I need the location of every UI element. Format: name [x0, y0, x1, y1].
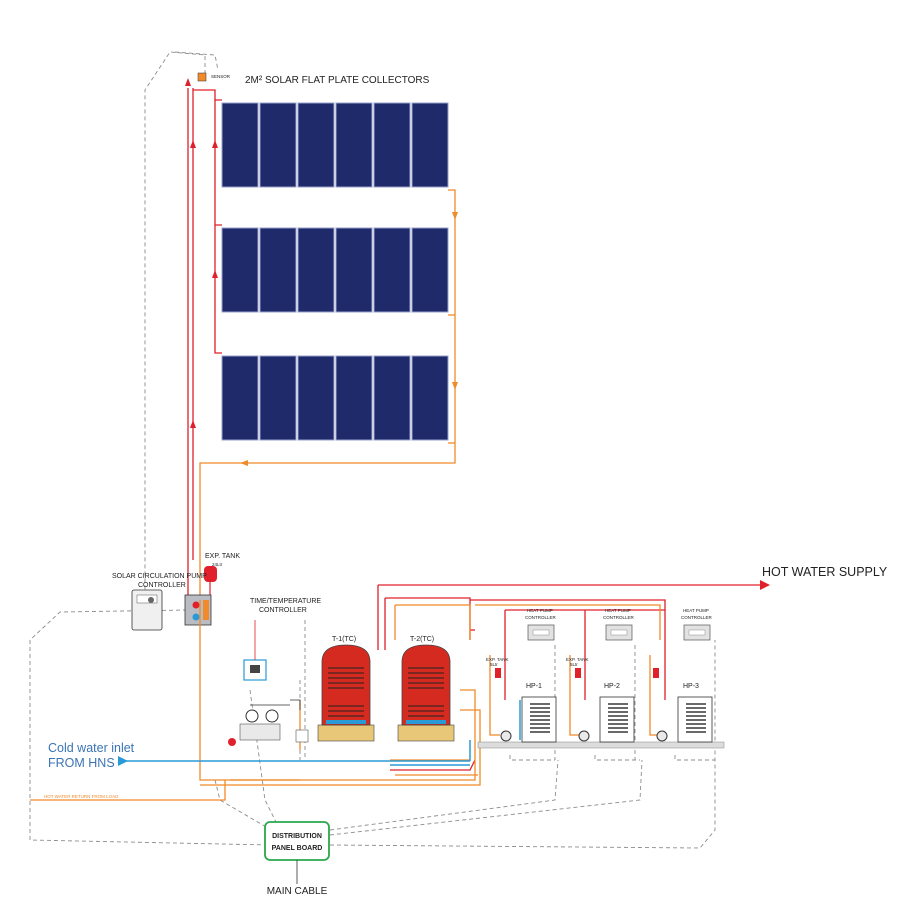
svg-text:HP-2: HP-2 [604, 683, 620, 690]
solar-collector-icon [297, 102, 335, 188]
main-cable-label: MAIN CABLE [267, 886, 328, 897]
cold-water-pipes [120, 700, 521, 766]
svg-text:SOLAR CIRCULATION PUMP: SOLAR CIRCULATION PUMP [112, 573, 207, 580]
solar-collector-icon [373, 102, 411, 188]
svg-text:CONTROLLER: CONTROLLER [259, 607, 307, 614]
solar-hot-pipes [187, 88, 222, 620]
svg-text:HEAT PUMP: HEAT PUMP [605, 608, 631, 613]
collector-row-3 [221, 355, 449, 441]
storage-tank-1: T-1(TC) [317, 636, 375, 742]
pump-icon [192, 613, 200, 621]
svg-text:5Ltr: 5Ltr [570, 662, 578, 667]
solar-collector-icon [297, 227, 335, 313]
solar-collector-icon [335, 355, 373, 441]
flow-arrow-icon [240, 460, 248, 466]
svg-text:HP-3: HP-3 [683, 683, 699, 690]
solar-collector-icon [259, 102, 297, 188]
cold-water-inlet-label: Cold water inlet [48, 741, 135, 755]
flow-arrow-icon [212, 270, 218, 278]
flow-arrow-icon [212, 140, 218, 148]
small-expansion-tank [653, 668, 659, 678]
solar-collector-icon [221, 227, 259, 313]
return-arrows [240, 212, 458, 466]
solar-pump-station [184, 594, 212, 626]
mixing-lines [250, 699, 301, 710]
sensor-icon [197, 72, 207, 82]
flow-arrow-icon [190, 140, 196, 148]
tank-1-label: T-1(TC) [332, 636, 356, 643]
svg-text:CONTROLLER: CONTROLLER [603, 615, 635, 620]
small-expansion-tank [495, 668, 501, 678]
heat-pump-controller-2: HEAT PUMP CONTROLLER [603, 608, 635, 641]
collectors-title: 2M² SOLAR FLAT PLATE COLLECTORS [245, 75, 430, 86]
distribution-panel-board: DISTRIBUTION PANEL BOARD MAIN CABLE [264, 821, 330, 897]
flow-arrow-icon [760, 580, 770, 590]
small-expansion-tank [575, 668, 581, 678]
equipment-plinth [477, 741, 725, 749]
solar-collector-icon [259, 355, 297, 441]
solar-pump-controller: SOLAR CIRCULATION PUMP CONTROLLER [112, 573, 207, 631]
flow-arrow-icon [452, 382, 458, 390]
pump-icon [245, 709, 259, 723]
tank-2-label: T-2(TC) [410, 636, 434, 643]
pump-icon [578, 730, 590, 742]
solar-collector-array [221, 102, 449, 441]
svg-text:CONTROLLER: CONTROLLER [681, 615, 713, 620]
flow-arrow-icon [185, 78, 191, 86]
svg-text:SENSOR: SENSOR [211, 74, 231, 79]
solar-collector-icon [221, 102, 259, 188]
svg-text:TIME/TEMPERATURE: TIME/TEMPERATURE [250, 598, 321, 605]
pump-icon [265, 709, 279, 723]
time-temperature-controller: TIME/TEMPERATURE CONTROLLER [243, 598, 321, 681]
flow-arrow-icon [118, 756, 128, 766]
storage-tank-2: T-2(TC) [397, 636, 455, 742]
heat-pump-1: HP-1 EXP. TANK 5Ltr [486, 657, 557, 743]
pump-icon [500, 730, 512, 742]
expansion-tank: EXP. TANK 24Ltr [204, 553, 240, 597]
svg-text:DISTRIBUTION: DISTRIBUTION [272, 833, 322, 840]
flow-arrow-icon [452, 212, 458, 220]
heat-pump-3: HP-3 [653, 668, 713, 743]
hot-water-supply-label: HOT WATER SUPPLY [762, 565, 888, 579]
cold-water-source-label: FROM HNS [48, 756, 115, 770]
hot-supply-pipes [377, 584, 760, 771]
heat-pump-controller-3: HEAT PUMP CONTROLLER [681, 608, 713, 641]
solar-collector-icon [221, 355, 259, 441]
solar-collector-icon [335, 227, 373, 313]
solar-collector-icon [411, 102, 449, 188]
solar-collector-icon [373, 355, 411, 441]
svg-text:EXP. TANK: EXP. TANK [486, 657, 509, 662]
return-from-load-label: HOT WATER RETURN FROM LOAD [44, 794, 119, 799]
solar-collector-icon [411, 227, 449, 313]
svg-text:HEAT PUMP: HEAT PUMP [683, 608, 709, 613]
svg-text:HP-1: HP-1 [526, 683, 542, 690]
collector-row-2 [221, 227, 449, 313]
solar-return-pipes [199, 189, 456, 600]
flow-arrows [185, 78, 218, 428]
svg-text:5Ltr: 5Ltr [490, 662, 498, 667]
flow-arrow-icon [190, 420, 196, 428]
solar-collector-icon [335, 102, 373, 188]
svg-text:CONTROLLER: CONTROLLER [138, 582, 186, 589]
solar-collector-icon [373, 227, 411, 313]
heat-pump-2: HP-2 EXP. TANK 5Ltr [566, 657, 635, 743]
solar-collector-icon [297, 355, 335, 441]
heat-pump-controller-1: HEAT PUMP CONTROLLER [525, 608, 557, 641]
solar-collector-icon [411, 355, 449, 441]
svg-text:CONTROLLER: CONTROLLER [525, 615, 557, 620]
svg-text:EXP. TANK: EXP. TANK [205, 553, 240, 560]
collector-sensor: SENSOR [197, 72, 231, 82]
control-wiring [29, 51, 716, 849]
svg-text:24Ltr: 24Ltr [212, 562, 223, 567]
svg-text:HEAT PUMP: HEAT PUMP [527, 608, 553, 613]
circulation-pump-group [228, 709, 309, 746]
solar-collector-icon [259, 227, 297, 313]
valve-icon [228, 738, 236, 746]
pump-icon [656, 730, 668, 742]
pump-icon [192, 601, 200, 609]
collector-row-1 [221, 102, 449, 188]
svg-text:PANEL BOARD: PANEL BOARD [272, 845, 323, 852]
svg-text:EXP. TANK: EXP. TANK [566, 657, 589, 662]
